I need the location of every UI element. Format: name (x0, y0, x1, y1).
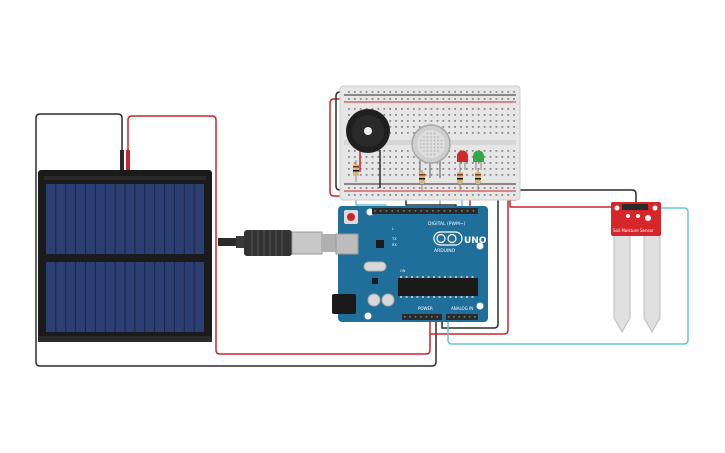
soil-probe-left (613, 233, 631, 334)
wire-bb-left-red[interactable] (329, 98, 346, 197)
crystal (363, 261, 387, 272)
on-label: ON (400, 269, 406, 273)
atmega-chip (398, 278, 478, 296)
brand-label: ARDUINO (434, 248, 456, 254)
power-jack (332, 294, 356, 314)
arduino-board (338, 206, 488, 322)
piezo-buzzer[interactable] (346, 109, 390, 188)
wire-bb-right-red[interactable] (430, 196, 509, 335)
solar-lead-black (120, 150, 124, 170)
gas-sensor[interactable] (411, 124, 451, 178)
solar-lead-red (126, 150, 130, 170)
power-header[interactable] (402, 314, 442, 320)
model-label: UNO (464, 236, 487, 246)
tx-label: TX (391, 237, 397, 241)
analog-header[interactable] (446, 314, 478, 320)
wire-solar-red[interactable] (127, 115, 431, 355)
resistor-4[interactable] (475, 168, 481, 190)
resistor-1[interactable] (353, 160, 359, 182)
green-led[interactable] (473, 150, 484, 170)
arduino-logo (433, 231, 463, 246)
capacitor-1 (367, 293, 381, 307)
header-pins (374, 210, 476, 318)
digital-label: DIGITAL (PWM~) (428, 221, 466, 227)
usb-cable[interactable] (218, 230, 336, 256)
resistors (353, 160, 481, 190)
wire-bb-left-black[interactable] (335, 91, 350, 191)
power-label: POWER (418, 306, 433, 311)
rx-label: RX (392, 243, 397, 247)
wire-soil-teal[interactable] (447, 204, 689, 345)
arduino-uno[interactable]: DIGITAL (PWM~) UNO ARDUINO TX RX L ON PO… (332, 206, 488, 322)
wire-soil-red[interactable] (509, 199, 627, 208)
soil-sensor-board (611, 202, 661, 236)
solar-panel[interactable] (38, 150, 212, 342)
soil-probe-right (643, 233, 661, 334)
resistor-2[interactable] (419, 170, 425, 190)
usb-plug (244, 230, 292, 256)
analog-label: ANALOG IN (451, 306, 473, 311)
soil-moisture-sensor[interactable]: Soil Moisture Sensor (611, 202, 661, 334)
gas-sensor-mesh (419, 132, 443, 156)
red-led[interactable] (457, 150, 468, 170)
usb-socket (335, 233, 359, 255)
wire-soil-black[interactable] (506, 189, 637, 204)
capacitor-2 (381, 293, 395, 307)
wire-bb-right-black[interactable] (441, 196, 499, 329)
usb-metal (291, 231, 323, 255)
chip-pins (400, 276, 474, 298)
soil-sensor-pins[interactable] (622, 204, 648, 210)
wire-solar-black[interactable] (35, 113, 437, 367)
digital-header[interactable] (372, 208, 478, 214)
solar-cell-lines (55, 184, 195, 332)
l-label: L (392, 227, 394, 231)
soil-sensor-label: Soil Moisture Sensor (613, 228, 654, 233)
resistor-3[interactable] (457, 168, 463, 190)
